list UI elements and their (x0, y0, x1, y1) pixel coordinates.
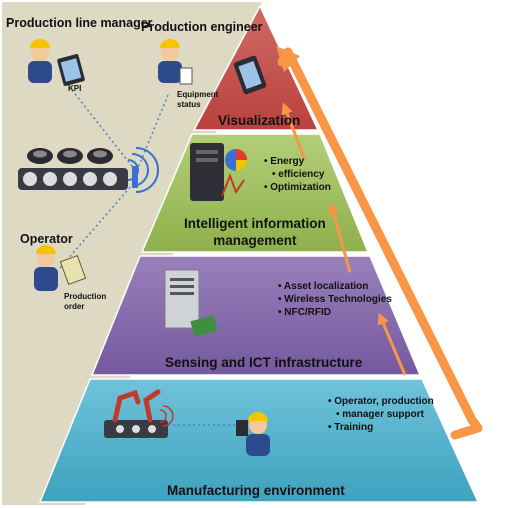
robot-arm-icon (104, 389, 168, 438)
worker-icon-factory (236, 412, 270, 456)
up-arrow-2 (327, 202, 352, 273)
wifi-icon (127, 147, 159, 193)
feedback-arrowhead (276, 46, 300, 72)
conveyor-icon (18, 148, 128, 190)
title-visualization: Visualization (218, 113, 301, 128)
wifi-icon-factory (159, 405, 174, 427)
server-icon (190, 143, 224, 201)
pie-chart-icon (221, 149, 247, 197)
tablet-icon-visualization (233, 55, 267, 95)
title-manufacturing: Manufacturing environment (167, 483, 345, 498)
tablet-icon-kpi (57, 54, 85, 86)
clipboard-icon (59, 255, 87, 285)
title-information: Intelligent information management (184, 216, 326, 248)
server-rack-icon (164, 269, 200, 329)
bullets-manufacturing: Operator, production manager support Tra… (328, 395, 433, 434)
label-operator: Operator (20, 232, 73, 246)
label-kpi: KPI (68, 84, 82, 93)
worker-icon-engineer (158, 39, 193, 85)
link-engineer (137, 94, 169, 169)
label-production-line-manager: Production line manager (6, 16, 153, 30)
label-production-engineer: Production engineer (141, 20, 263, 34)
bullets-sensing: Asset localization Wireless Technologies… (278, 280, 392, 319)
worker-icon-manager (28, 39, 52, 83)
title-sensing: Sensing and ICT infrastructure (165, 355, 363, 370)
up-arrow-1 (377, 312, 407, 376)
worker-icon-operator (34, 245, 58, 291)
circuit-board-icon (190, 315, 218, 337)
up-arrow-3 (281, 102, 307, 161)
link-manager (71, 89, 136, 171)
bullets-information: Energy efficiency Optimization (264, 155, 331, 194)
